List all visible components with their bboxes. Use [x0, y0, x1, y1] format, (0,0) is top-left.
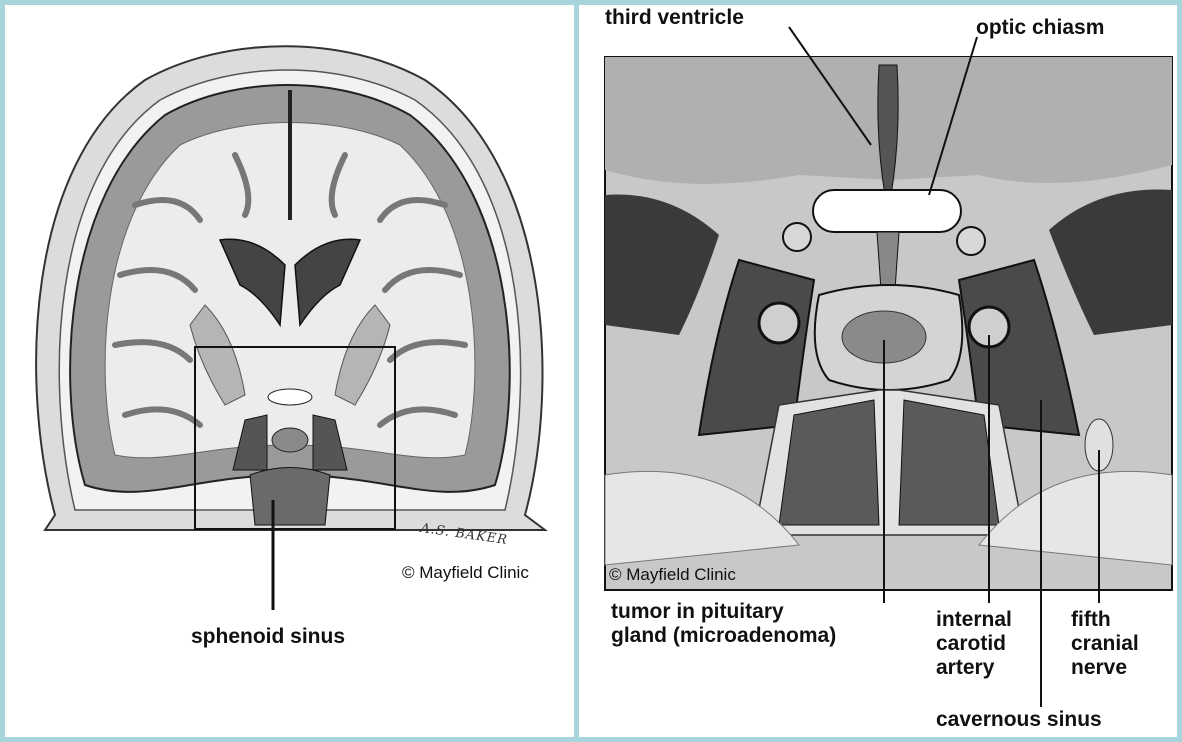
carotid-left	[759, 303, 799, 343]
copyright-left: © Mayfield Clinic	[402, 563, 529, 583]
label-sphenoid-sinus: sphenoid sinus	[191, 626, 345, 648]
label-carotid-line1: internal	[936, 609, 1012, 631]
copyright-right: © Mayfield Clinic	[609, 565, 736, 585]
label-cavernous-sinus: cavernous sinus	[936, 709, 1102, 731]
label-nerve-line1: fifth	[1071, 609, 1111, 631]
label-carotid-line3: artery	[936, 657, 994, 679]
optic-nerve-right	[957, 227, 985, 255]
optic-chiasm-small	[268, 389, 312, 405]
sphenoid-cavity-left	[779, 400, 879, 525]
label-optic-chiasm: optic chiasm	[976, 17, 1104, 39]
sphenoid-cavity-right	[899, 400, 999, 525]
optic-chiasm-shape	[813, 190, 961, 232]
pituitary-stalk	[877, 232, 899, 290]
label-nerve-line2: cranial	[1071, 633, 1139, 655]
coronal-section-panel: A.S. BAKER © Mayfield Clinic sphenoid si…	[5, 5, 574, 737]
sphenoid-sinus-small	[250, 468, 330, 526]
label-third-ventricle: third ventricle	[605, 7, 744, 29]
label-carotid-line2: carotid	[936, 633, 1006, 655]
pituitary-small	[272, 428, 308, 452]
label-tumor-line2: gland (microadenoma)	[611, 625, 836, 647]
label-nerve-line3: nerve	[1071, 657, 1127, 679]
optic-nerve-left	[783, 223, 811, 251]
detail-panel: third ventricle optic chiasm © Mayfield …	[579, 5, 1177, 737]
label-tumor-line1: tumor in pituitary	[611, 601, 784, 623]
